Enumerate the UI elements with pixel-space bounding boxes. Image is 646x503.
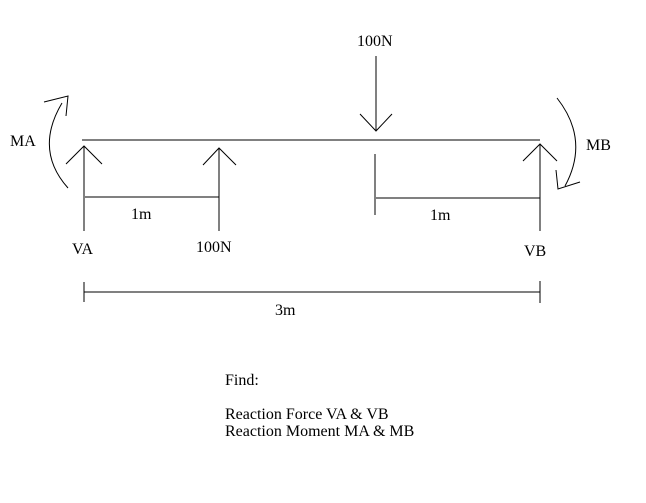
dim-total-label: 3m	[275, 302, 296, 319]
find-line-forces: Reaction Force VA & VB	[225, 406, 389, 423]
spacer	[225, 389, 414, 406]
reaction-a-label: VA	[72, 241, 93, 258]
reaction-a-arrow	[65, 145, 103, 231]
reaction-b-label: VB	[524, 243, 546, 260]
moment-b-arrow	[555, 97, 581, 190]
top-load-label: 100N	[357, 33, 393, 50]
moment-a-label: MA	[10, 133, 36, 150]
find-heading: Find:	[225, 372, 259, 389]
moment-b-label: MB	[586, 137, 611, 154]
dim-total-line	[83, 281, 541, 303]
top-load-arrow	[359, 56, 393, 132]
support-load-arrow	[202, 147, 237, 231]
reaction-b-arrow	[522, 143, 558, 231]
support-load-label: 100N	[196, 239, 232, 256]
problem-statement: Find: Reaction Force VA & VB Reaction Mo…	[225, 372, 414, 440]
moment-a-arrow	[43, 95, 69, 189]
dim-left-label: 1m	[131, 206, 152, 223]
dim-right-label: 1m	[430, 207, 451, 224]
find-line-moments: Reaction Moment MA & MB	[225, 423, 415, 440]
